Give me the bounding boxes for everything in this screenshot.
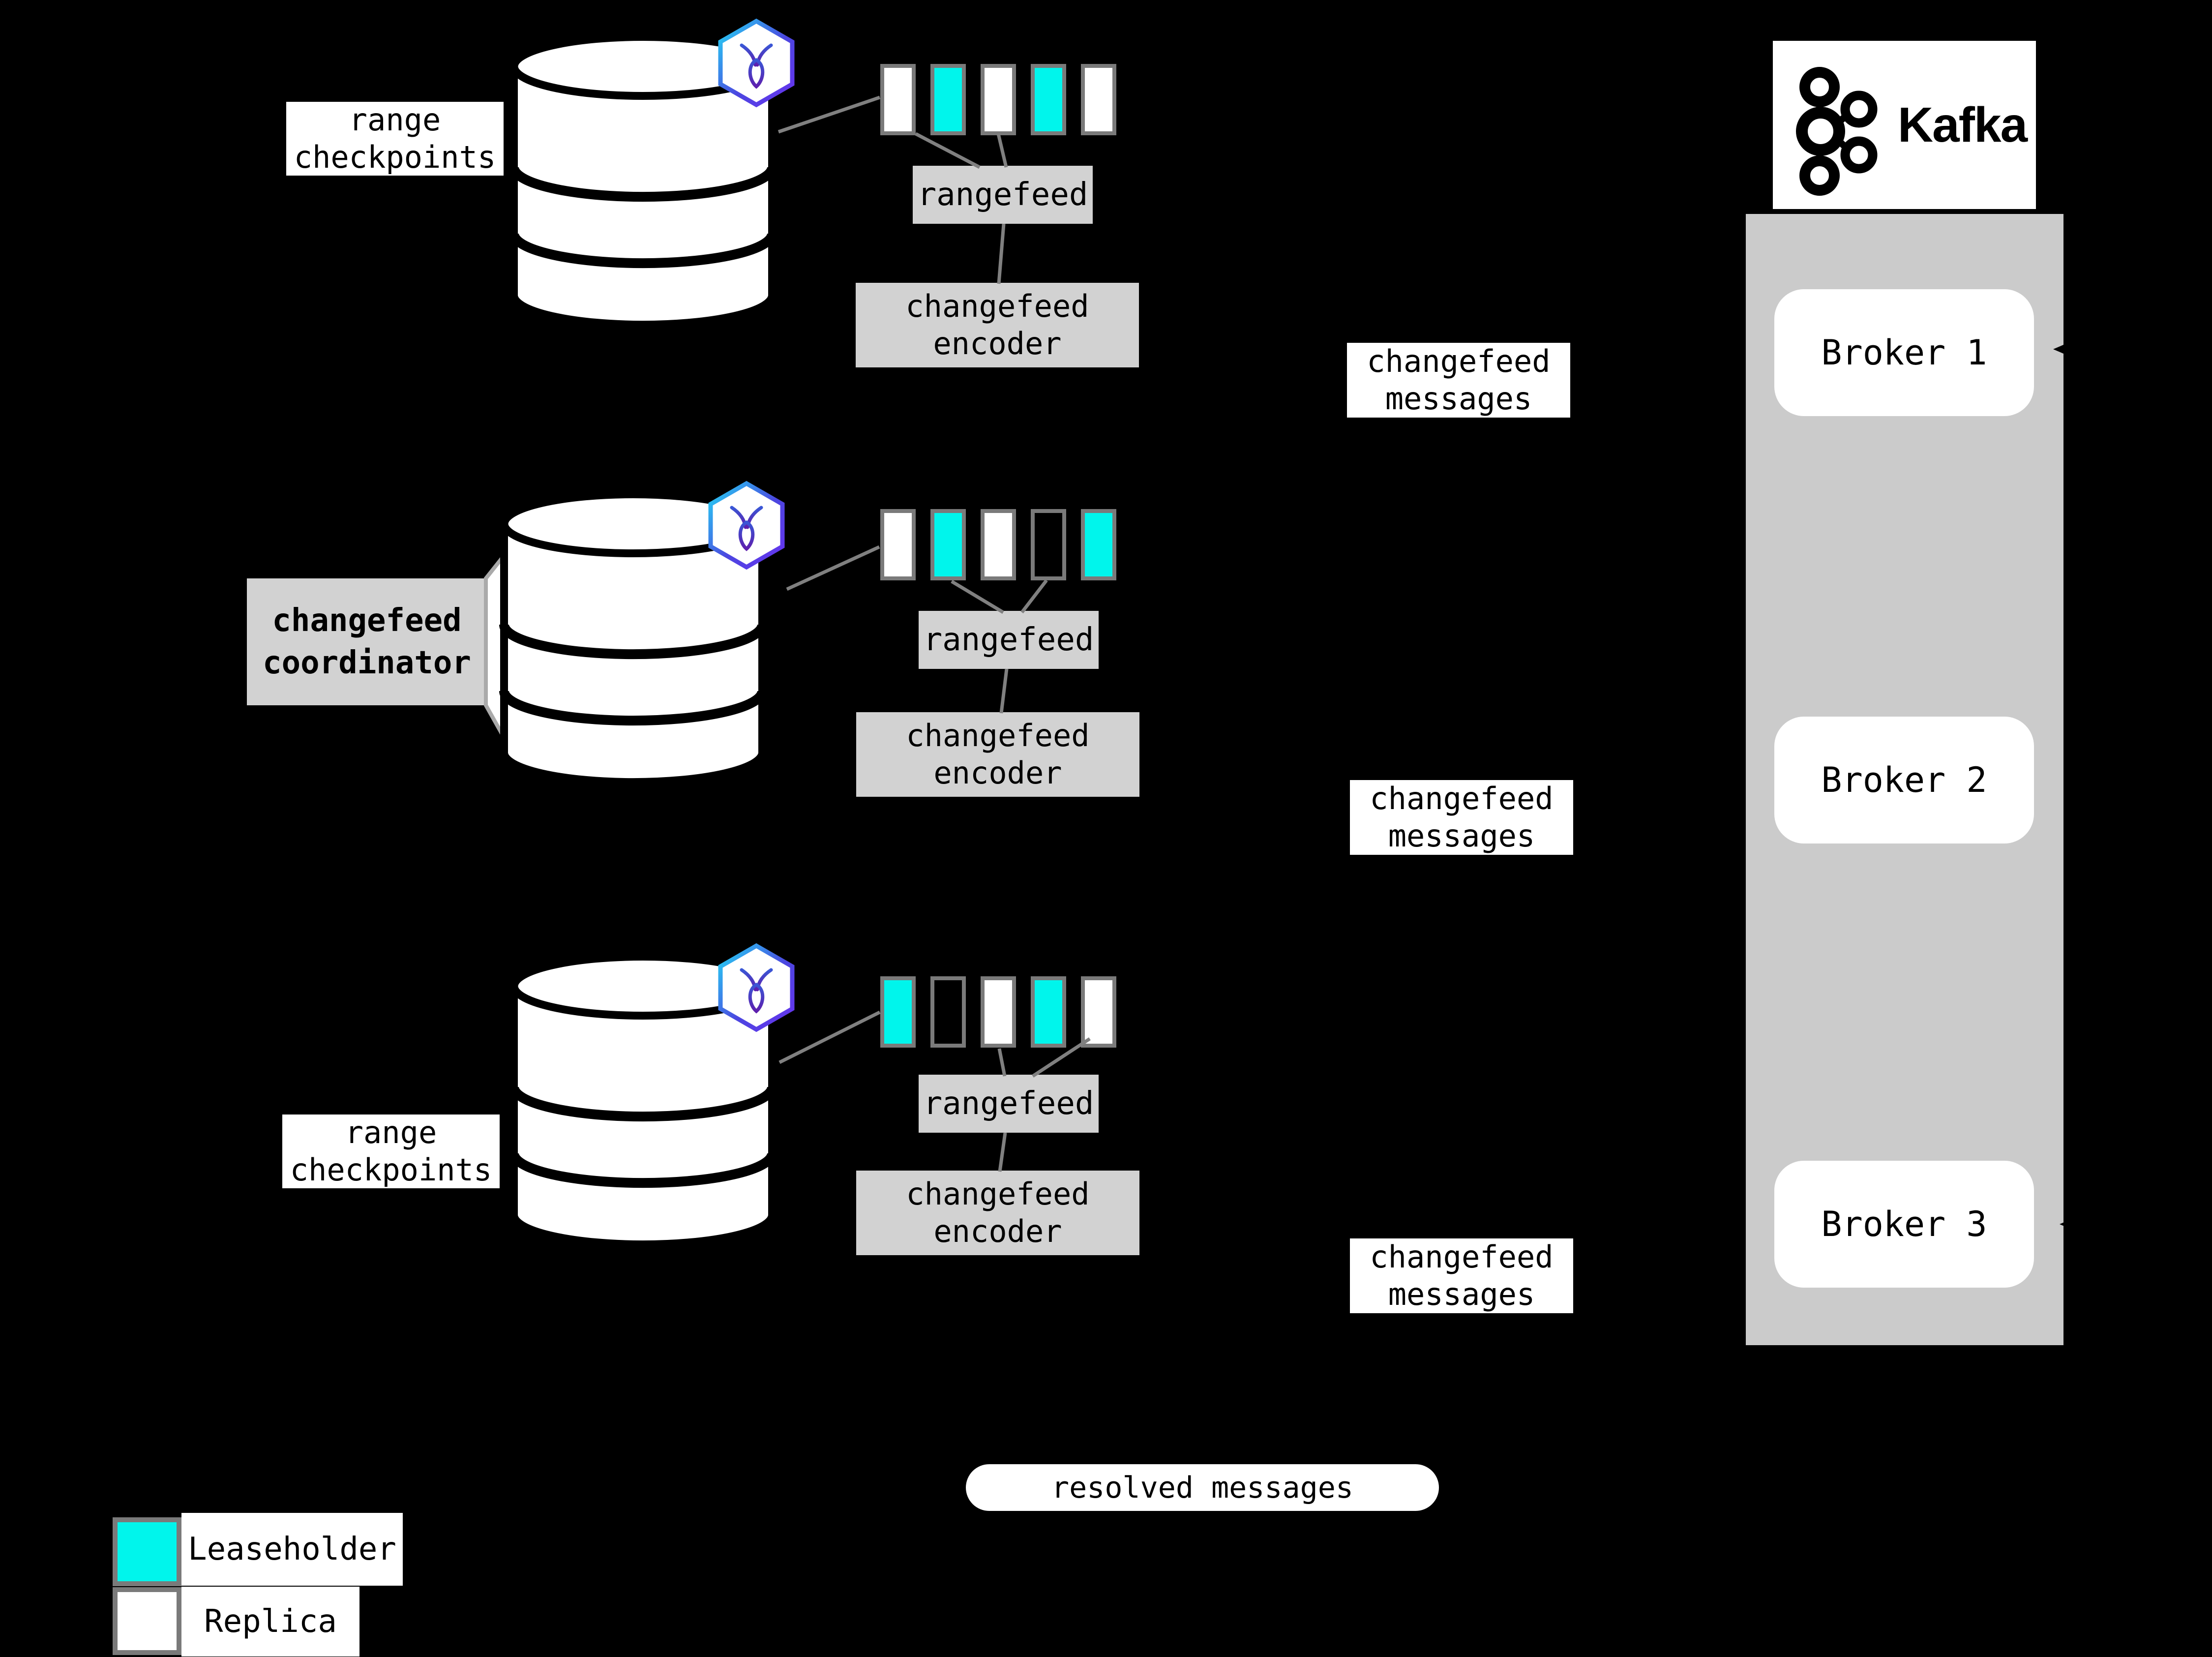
node1-range-strip — [880, 64, 1116, 135]
changefeed-messages-label-1: changefeed messages — [1347, 343, 1570, 418]
encoder-line2: encoder — [933, 326, 1062, 362]
range-leaseholder — [880, 976, 916, 1048]
coordinator-line2: coordinator — [263, 645, 471, 681]
node2-range-strip — [880, 509, 1116, 580]
messages-line2: messages — [1388, 818, 1535, 854]
legend-leaseholder-swatch — [113, 1517, 181, 1586]
messages-line1: changefeed — [1370, 781, 1554, 816]
range-replica — [1081, 64, 1116, 135]
range-leaseholder — [1031, 64, 1066, 135]
range-checkpoints-label-bottom: range checkpoints — [282, 1115, 500, 1188]
range-leaseholder — [1081, 509, 1116, 580]
encoder-line1: changefeed — [905, 288, 1089, 324]
legend-replica-swatch — [113, 1587, 181, 1655]
rangefeed-box-3: rangefeed — [919, 1075, 1099, 1133]
kafka-broker-2: Broker 2 — [1774, 717, 2034, 844]
messages-line2: messages — [1388, 1276, 1535, 1312]
messages-line1: changefeed — [1370, 1239, 1554, 1275]
range-empty — [930, 976, 966, 1048]
encoder-line2: encoder — [933, 755, 1062, 791]
range-leaseholder — [930, 64, 966, 135]
encoder-line1: changefeed — [906, 1176, 1090, 1212]
range-checkpoints-line1: range — [345, 1115, 437, 1150]
range-leaseholder — [1031, 976, 1066, 1048]
node3-label: Node 3 — [561, 1041, 725, 1094]
range-leaseholder — [930, 509, 966, 580]
node1-label: Node 1 — [561, 121, 725, 174]
encoder-line2: encoder — [933, 1213, 1062, 1249]
range-replica — [981, 64, 1016, 135]
legend-leaseholder-label: Leaseholder — [181, 1513, 403, 1586]
resolved-messages-pill: resolved messages — [966, 1464, 1439, 1511]
messages-line2: messages — [1385, 381, 1532, 417]
changefeed-encoder-box-2: changefeed encoder — [856, 712, 1139, 797]
node3-range-strip — [880, 976, 1116, 1048]
range-replica — [981, 976, 1016, 1048]
range-checkpoints-line2: checkpoints — [294, 139, 496, 175]
coordinator-line1: changefeed — [272, 603, 462, 639]
changefeed-messages-label-2: changefeed messages — [1350, 780, 1573, 855]
changefeed-coordinator-label: changefeed coordinator — [247, 578, 487, 705]
messages-line1: changefeed — [1367, 343, 1551, 379]
kafka-wordmark: Kafka — [1897, 97, 2028, 152]
range-checkpoints-line1: range — [349, 102, 441, 138]
kafka-broker-3: Broker 3 — [1774, 1161, 2034, 1288]
changefeed-encoder-box-3: changefeed encoder — [856, 1171, 1139, 1255]
encoder-line1: changefeed — [906, 718, 1090, 753]
node2-label: Node 2 — [551, 578, 715, 632]
kafka-broker-1: Broker 1 — [1774, 289, 2034, 416]
range-checkpoints-label-top: range checkpoints — [286, 102, 504, 176]
range-replica — [981, 509, 1016, 580]
range-replica — [880, 64, 916, 135]
range-empty — [1031, 509, 1066, 580]
range-replica — [1081, 976, 1116, 1048]
changefeed-encoder-box-1: changefeed encoder — [856, 283, 1139, 367]
range-checkpoints-line2: checkpoints — [290, 1152, 492, 1188]
rangefeed-box-1: rangefeed — [913, 166, 1093, 224]
legend-replica-label: Replica — [181, 1587, 359, 1657]
range-replica — [880, 509, 916, 580]
changefeed-messages-label-3: changefeed messages — [1350, 1238, 1573, 1313]
rangefeed-box-2: rangefeed — [919, 611, 1099, 669]
